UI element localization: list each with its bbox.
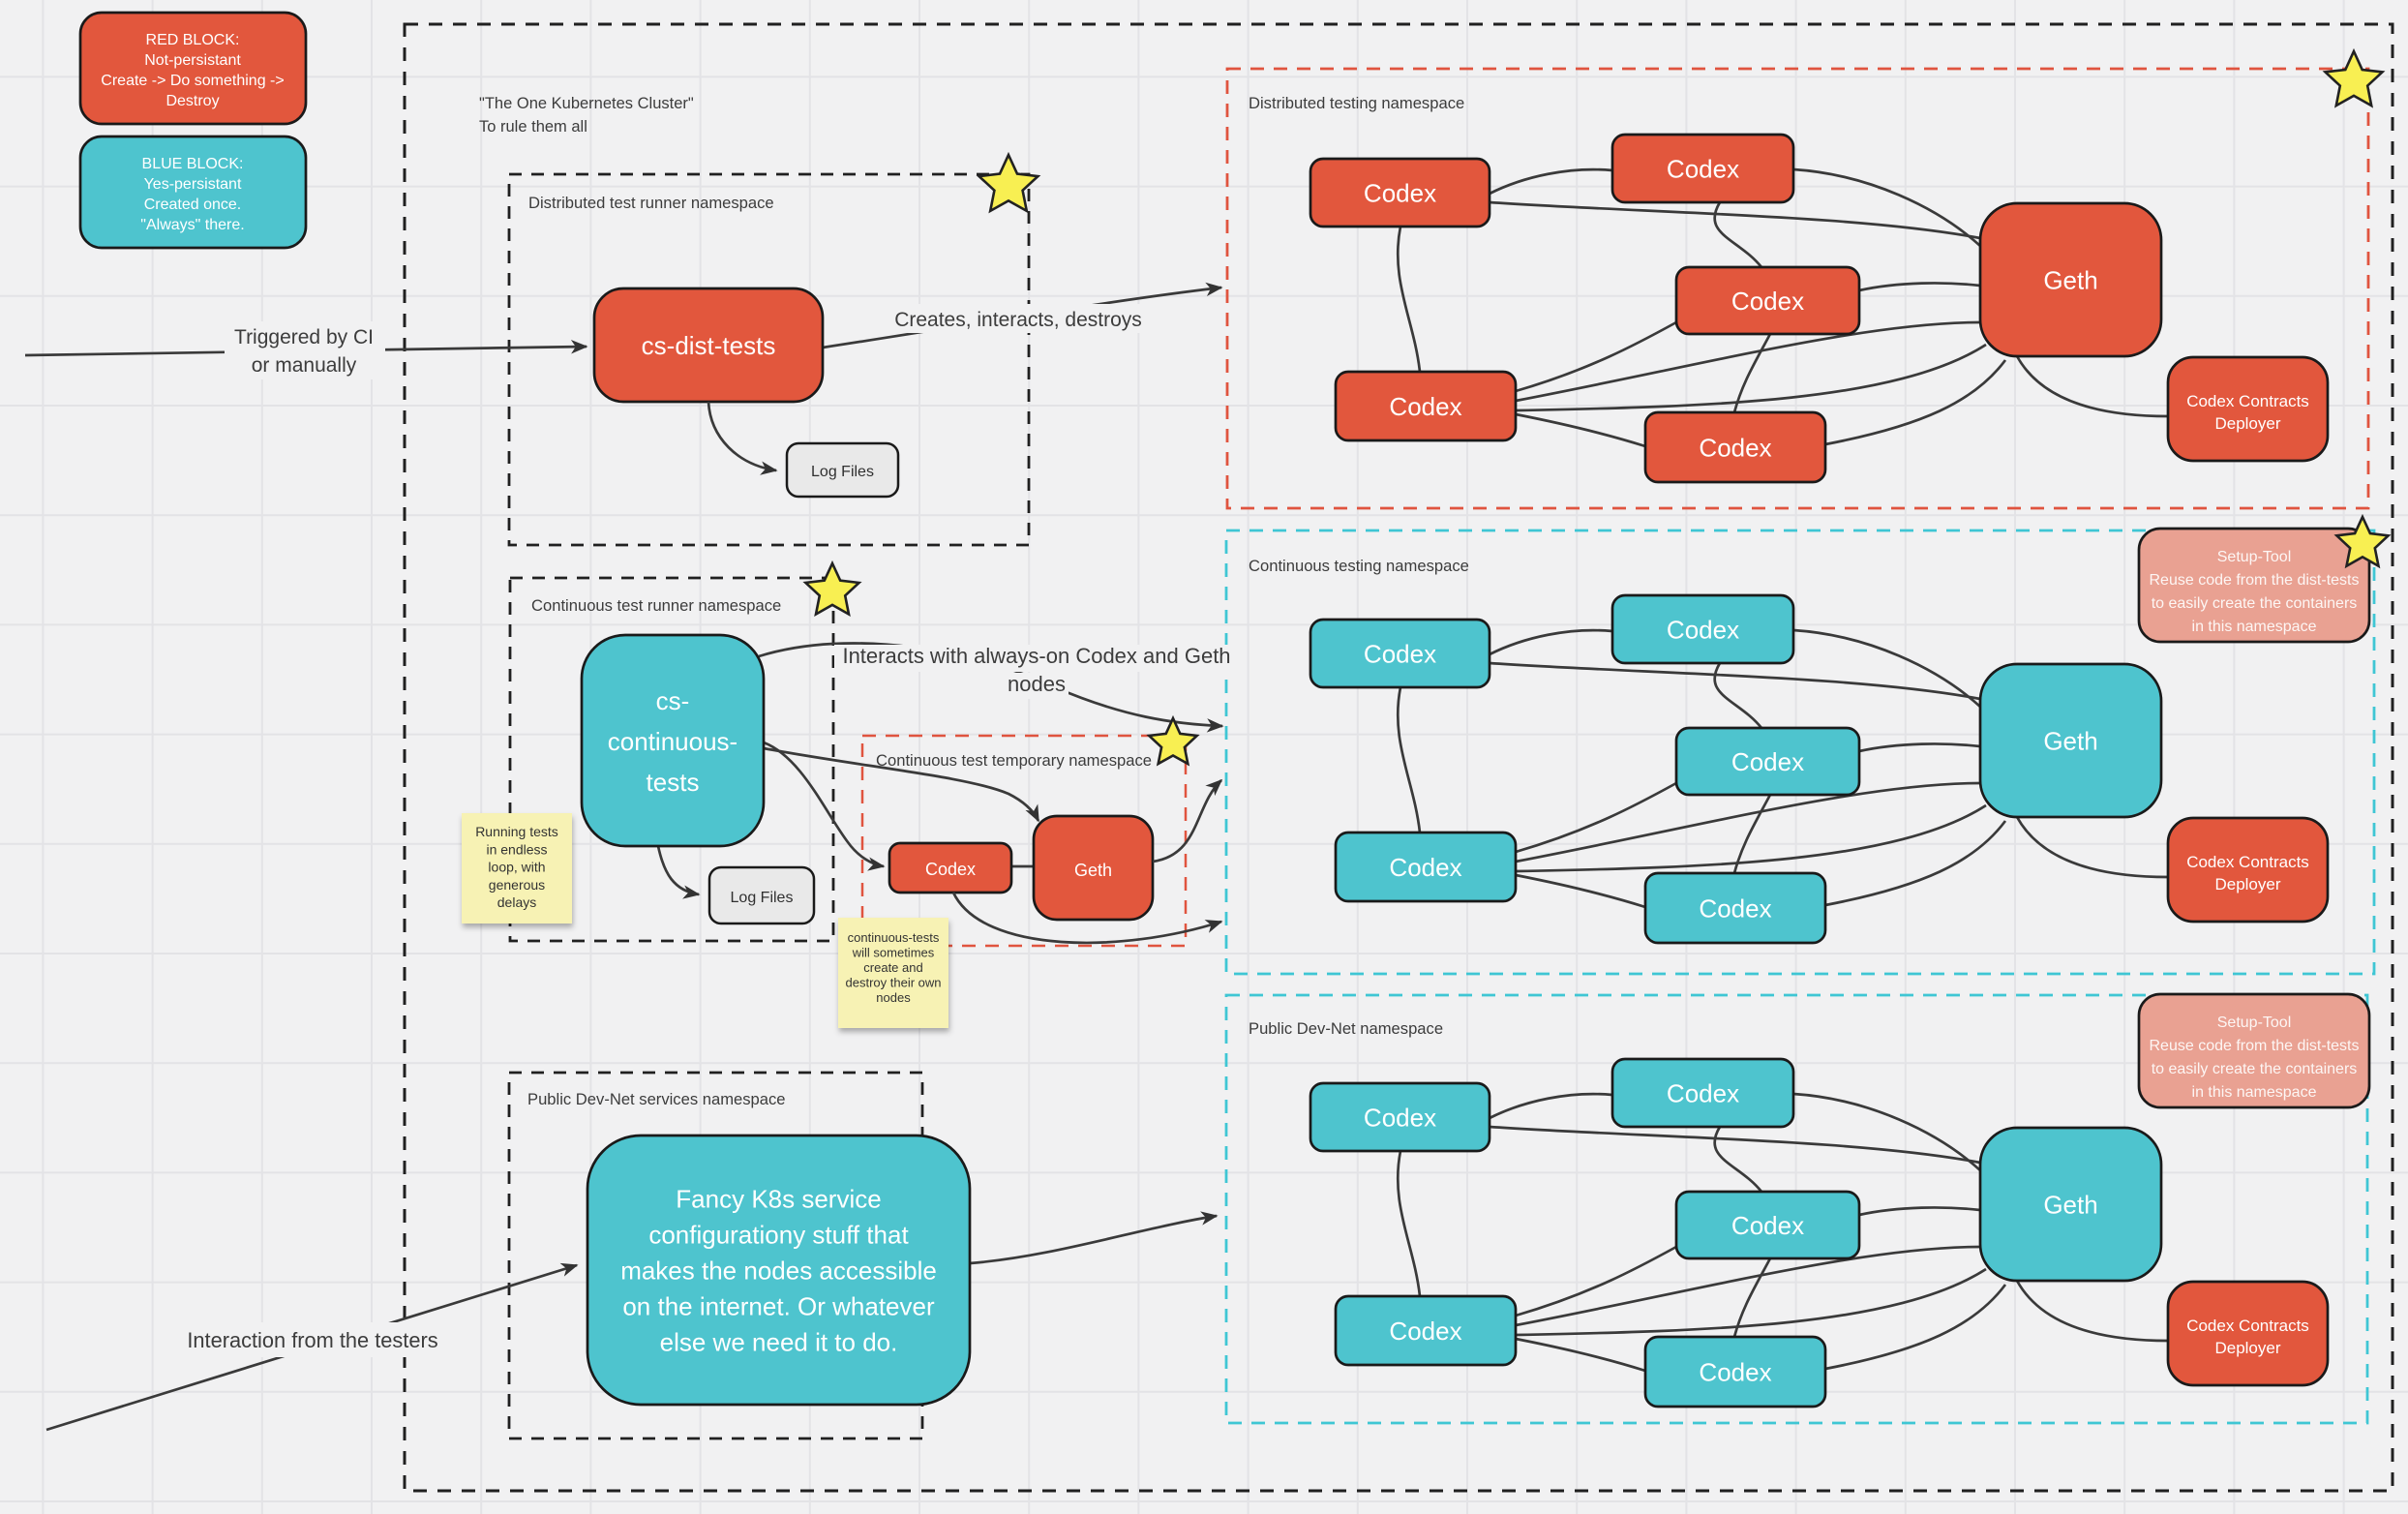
svg-text:nodes: nodes <box>876 990 911 1005</box>
svg-text:create and: create and <box>863 960 922 975</box>
svg-text:Codex: Codex <box>1731 287 1804 316</box>
svg-text:Codex: Codex <box>1699 1358 1771 1387</box>
svg-text:Codex: Codex <box>1389 392 1461 421</box>
svg-text:Creates, interacts, destroys: Creates, interacts, destroys <box>894 309 1142 331</box>
svg-text:configurationy stuff that: configurationy stuff that <box>648 1221 909 1250</box>
svg-text:cs-dist-tests: cs-dist-tests <box>642 331 776 360</box>
svg-text:Codex Contracts: Codex Contracts <box>2186 392 2309 410</box>
svg-text:Reuse code from the dist-tests: Reuse code from the dist-tests <box>2150 572 2360 589</box>
svg-text:continuous-tests: continuous-tests <box>848 930 940 945</box>
svg-text:Continuous test temporary name: Continuous test temporary namespace <box>876 751 1152 770</box>
svg-text:Reuse code from the dist-tests: Reuse code from the dist-tests <box>2150 1038 2360 1054</box>
svg-text:in this namespace: in this namespace <box>2192 619 2317 635</box>
svg-text:Geth: Geth <box>1074 861 1112 880</box>
svg-text:Geth: Geth <box>2043 1191 2097 1220</box>
svg-text:nodes: nodes <box>1008 672 1066 696</box>
svg-text:tests: tests <box>647 768 700 797</box>
svg-text:Not-persistant: Not-persistant <box>144 52 241 69</box>
svg-text:Codex Contracts: Codex Contracts <box>2186 1317 2309 1335</box>
svg-text:Codex: Codex <box>1667 155 1739 184</box>
svg-text:cs-: cs- <box>656 686 690 715</box>
svg-text:Create -> Do something ->: Create -> Do something -> <box>101 73 284 89</box>
svg-text:Distributed test runner namesp: Distributed test runner namespace <box>528 194 774 212</box>
svg-text:generous: generous <box>489 877 545 893</box>
svg-text:or manually: or manually <box>252 354 357 377</box>
svg-text:makes the nodes accessible: makes the nodes accessible <box>620 1257 937 1286</box>
svg-text:Codex: Codex <box>925 860 976 879</box>
svg-text:Running tests: Running tests <box>475 824 558 839</box>
svg-text:Codex: Codex <box>1364 179 1436 208</box>
svg-text:Yes-persistant: Yes-persistant <box>144 176 242 193</box>
svg-text:Geth: Geth <box>2043 727 2097 756</box>
svg-text:Deployer: Deployer <box>2214 1339 2280 1357</box>
svg-text:Destroy: Destroy <box>166 93 219 109</box>
svg-text:Fancy K8s service: Fancy K8s service <box>676 1185 881 1214</box>
svg-text:Public Dev-Net services namesp: Public Dev-Net services namespace <box>527 1090 786 1108</box>
svg-text:Log Files: Log Files <box>731 890 794 906</box>
svg-text:continuous-: continuous- <box>608 727 737 756</box>
svg-text:Public Dev-Net namespace: Public Dev-Net namespace <box>1249 1019 1443 1038</box>
svg-text:Codex: Codex <box>1389 1317 1461 1346</box>
svg-text:on the internet. Or whatever: on the internet. Or whatever <box>622 1292 935 1321</box>
svg-text:will sometimes: will sometimes <box>852 946 935 960</box>
svg-text:in endless: in endless <box>486 841 547 857</box>
svg-text:RED BLOCK:: RED BLOCK: <box>146 32 240 48</box>
svg-text:in this namespace: in this namespace <box>2192 1084 2317 1101</box>
svg-text:Continuous testing namespace: Continuous testing namespace <box>1249 557 1469 575</box>
svg-text:Codex: Codex <box>1667 1079 1739 1108</box>
svg-text:else we need it to do.: else we need it to do. <box>660 1328 898 1357</box>
svg-text:Codex: Codex <box>1364 1104 1436 1133</box>
svg-text:Codex: Codex <box>1731 747 1804 776</box>
svg-text:Setup-Tool: Setup-Tool <box>2217 549 2292 565</box>
svg-text:Distributed testing namespace: Distributed testing namespace <box>1249 94 1464 112</box>
svg-text:to easily create the container: to easily create the containers <box>2152 595 2358 612</box>
svg-text:Codex: Codex <box>1731 1211 1804 1240</box>
svg-text:Interaction from the testers: Interaction from the testers <box>187 1328 437 1352</box>
svg-text:loop, with: loop, with <box>488 860 545 875</box>
svg-text:Deployer: Deployer <box>2214 414 2280 433</box>
svg-text:Codex: Codex <box>1667 616 1739 645</box>
svg-text:Codex: Codex <box>1364 640 1436 669</box>
svg-text:Created once.: Created once. <box>144 197 242 213</box>
svg-text:Interacts with always-on Codex: Interacts with always-on Codex and Geth <box>842 644 1230 668</box>
svg-text:delays: delays <box>497 894 536 910</box>
svg-text:Deployer: Deployer <box>2214 875 2280 893</box>
svg-text:BLUE BLOCK:: BLUE BLOCK: <box>142 156 244 172</box>
svg-text:"Always" there.: "Always" there. <box>140 217 244 233</box>
svg-text:Geth: Geth <box>2043 266 2097 295</box>
svg-text:To rule them all: To rule them all <box>479 118 587 136</box>
svg-text:Log Files: Log Files <box>811 464 874 480</box>
svg-text:Codex Contracts: Codex Contracts <box>2186 853 2309 871</box>
svg-text:Codex: Codex <box>1699 434 1771 463</box>
svg-text:Setup-Tool: Setup-Tool <box>2217 1014 2292 1031</box>
svg-text:Codex: Codex <box>1699 894 1771 924</box>
svg-text:Triggered by CI: Triggered by CI <box>234 326 374 348</box>
svg-text:Continuous test runner namespa: Continuous test runner namespace <box>531 596 781 615</box>
svg-text:Codex: Codex <box>1389 853 1461 882</box>
svg-text:destroy their own: destroy their own <box>846 976 942 990</box>
svg-text:"The One Kubernetes Cluster": "The One Kubernetes Cluster" <box>479 95 694 112</box>
svg-text:to easily create the container: to easily create the containers <box>2152 1061 2358 1077</box>
